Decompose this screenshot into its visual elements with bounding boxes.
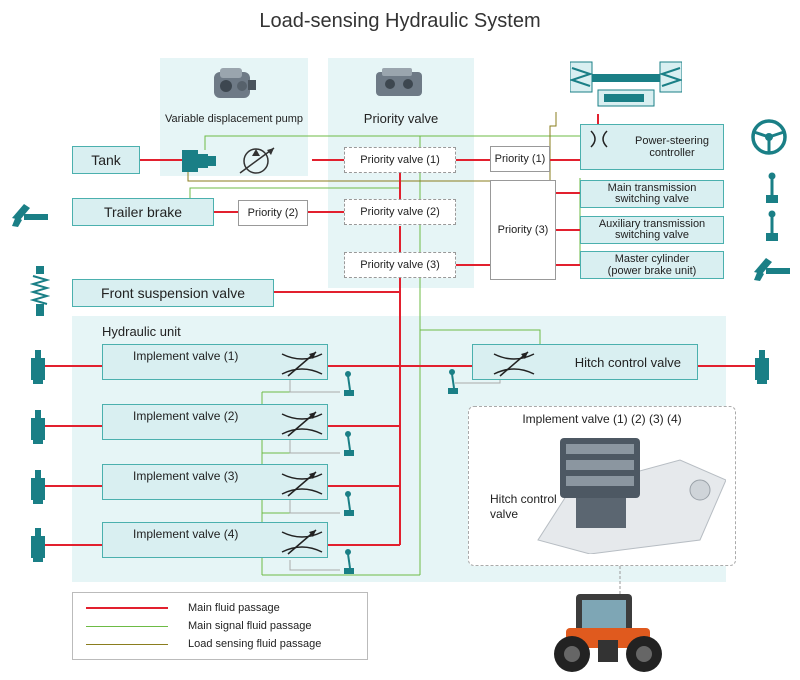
- priority-valve-label: Priority valve: [363, 111, 439, 126]
- priority-valve-3: Priority valve (3): [344, 252, 456, 278]
- hitch-valve-symbol: [490, 348, 538, 380]
- implement-valve-2: Implement valve (2): [102, 404, 328, 440]
- diagram-title: Load-sensing Hydraulic System: [259, 10, 541, 32]
- cylinder-4-icon: [30, 528, 46, 562]
- implement-lever-3-icon: [342, 490, 356, 518]
- inset-hitch-line2: valve: [490, 507, 519, 521]
- implement-valve-symbol-4: [278, 526, 326, 558]
- priority-2-box: Priority (2): [238, 200, 308, 226]
- legend-item-signal: Main signal fluid passage: [86, 618, 356, 634]
- steering-valve-symbol: [588, 128, 610, 150]
- cylinder-hitch-icon: [754, 350, 770, 384]
- implement-valve-symbol-2: [278, 408, 326, 440]
- cylinder-3-icon: [30, 470, 46, 504]
- tank-box: Tank: [72, 146, 140, 174]
- valve-assembly-image: [530, 430, 727, 555]
- priority-valve-2: Priority valve (2): [344, 199, 456, 225]
- legend-item-load: Load sensing fluid passage: [86, 636, 356, 652]
- implement-lever-2-icon: [342, 430, 356, 458]
- master-cylinder-line1: Master cylinder: [614, 253, 690, 265]
- main-shift-lever-icon: [764, 172, 780, 206]
- pump-label: Variable displacement pump: [165, 113, 303, 125]
- legend-swatch-load: [86, 643, 168, 645]
- aux-transmission-box: Auxiliary transmission switching valve: [580, 216, 724, 244]
- priority-valve-1: Priority valve (1): [344, 147, 456, 173]
- suspension-spring-icon: [29, 266, 51, 318]
- legend-label-load: Load sensing fluid passage: [188, 638, 322, 650]
- brake-pedal-icon: [10, 200, 50, 228]
- front-suspension-valve-box: Front suspension valve: [72, 279, 274, 307]
- front-axle-icon: [568, 60, 684, 116]
- steering-wheel-icon: [750, 118, 788, 156]
- hitch-control-valve-label: Hitch control valve: [574, 354, 681, 370]
- pump-image: [210, 64, 258, 108]
- hydraulic-unit-label: Hydraulic unit: [102, 324, 181, 339]
- cylinder-1-icon: [30, 350, 46, 384]
- implement-lever-1-icon: [342, 370, 356, 398]
- inset-hitch-label: Hitch control valve: [490, 492, 557, 522]
- trailer-brake-box: Trailer brake: [72, 198, 214, 226]
- legend-swatch-signal: [86, 625, 168, 627]
- implement-valve-symbol-1: [278, 348, 326, 380]
- priority-valve-image: [372, 64, 428, 104]
- priority-3-box: Priority (3): [490, 180, 556, 280]
- inset-caption: Implement valve (1) (2) (3) (4): [522, 412, 682, 426]
- legend-swatch-main: [86, 607, 168, 609]
- brake-pedal-right-icon: [752, 254, 792, 282]
- power-steering-label: Power-steering controller: [635, 135, 709, 159]
- cylinder-2-icon: [30, 410, 46, 444]
- master-cylinder-box: Master cylinder (power brake unit): [580, 251, 724, 279]
- inset-hitch-line1: Hitch control: [490, 492, 557, 506]
- hitch-lever-icon: [446, 368, 460, 396]
- tractor-image: [546, 590, 670, 674]
- legend-label-signal: Main signal fluid passage: [188, 620, 312, 632]
- implement-lever-4-icon: [342, 548, 356, 576]
- implement-valve-symbol-3: [278, 468, 326, 500]
- main-transmission-box: Main transmission switching valve: [580, 180, 724, 208]
- aux-shift-lever-icon: [764, 210, 780, 244]
- legend-label-main: Main fluid passage: [188, 602, 280, 614]
- pump-symbol: [182, 146, 314, 176]
- priority-1-box: Priority (1): [490, 146, 550, 172]
- legend-item-main: Main fluid passage: [86, 600, 356, 616]
- hitch-control-valve-box: Hitch control valve: [472, 344, 698, 380]
- power-steering-controller-box: Power-steering controller: [580, 124, 724, 170]
- master-cylinder-line2: (power brake unit): [607, 265, 697, 277]
